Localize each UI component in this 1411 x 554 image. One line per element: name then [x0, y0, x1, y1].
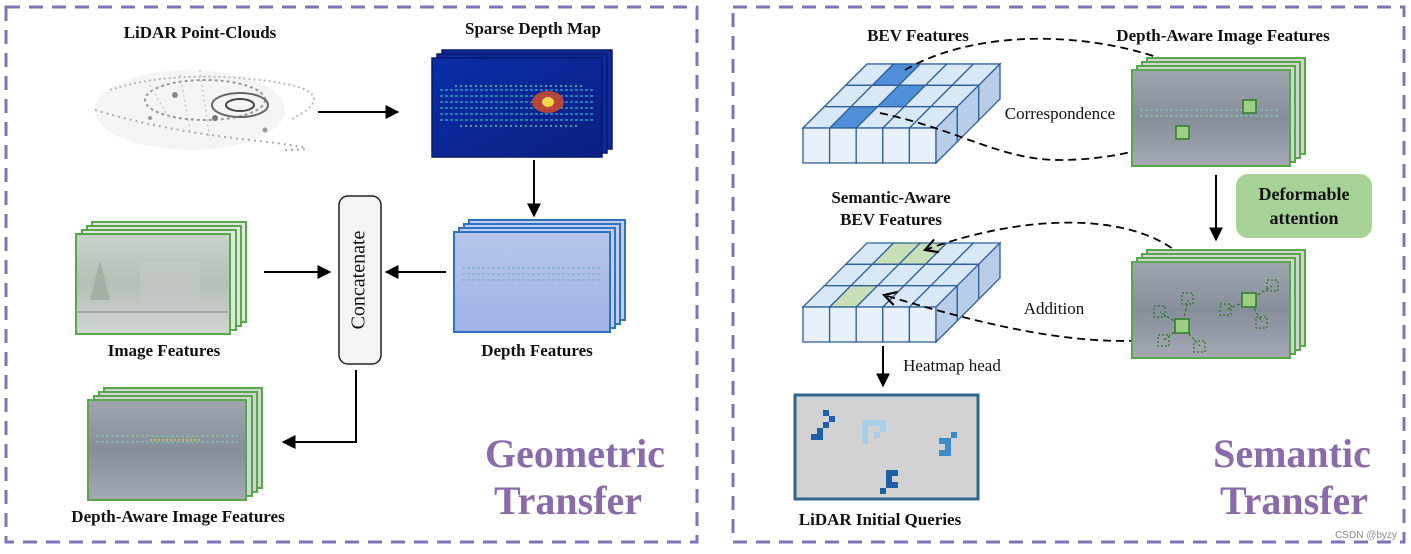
concatenate-label: Concatenate [348, 230, 370, 329]
heatmap-head-label: Heatmap head [903, 356, 1001, 375]
deformable-line1: Deformable [1259, 184, 1350, 204]
watermark: CSDN @byzy [1335, 530, 1397, 541]
lidar-initial-queries-map [793, 393, 980, 501]
lidar-point-cloud-image [94, 69, 315, 151]
addition-label: Addition [1024, 299, 1085, 318]
correspondence-label: Correspondence [1005, 104, 1115, 123]
depth-aware-output-stack [87, 387, 263, 501]
depth-aware-right-label: Depth-Aware Image Features [1116, 26, 1330, 45]
image-features-stack [75, 221, 247, 335]
depth-features-label: Depth Features [481, 341, 593, 360]
depth-features-stack [453, 219, 626, 333]
bev-features-grid [801, 62, 1002, 165]
sample-point-1 [1175, 125, 1190, 140]
addition-curve-upper [922, 221, 1183, 257]
semantic-title-line2: Transfer [1220, 478, 1368, 523]
addition-curve-lower [881, 290, 1151, 342]
geometric-title-line1: Geometric [485, 431, 665, 476]
concatenate-box [338, 195, 382, 365]
depth-aware-right-stack [1131, 57, 1306, 167]
deformable-attention-box [1236, 174, 1372, 238]
sparse-depth-map [431, 49, 613, 158]
semantic-bev-label-1: Semantic-Aware [831, 188, 951, 207]
deformable-line2: attention [1270, 208, 1339, 228]
sparse-depth-label: Sparse Depth Map [465, 19, 601, 38]
semantic-title-line1: Semantic [1213, 431, 1371, 476]
geometric-transfer-panel [4, 5, 699, 544]
deformable-image-stack [1131, 249, 1306, 359]
semantic-transfer-panel [731, 5, 1406, 544]
semantic-bev-label-2: BEV Features [840, 210, 942, 229]
geometric-title-line2: Transfer [494, 478, 642, 523]
arrow-concat-to-output [281, 370, 357, 449]
bev-features-label: BEV Features [867, 26, 969, 45]
output-label: Depth-Aware Image Features [71, 507, 285, 526]
semantic-bev-grid [801, 241, 1002, 344]
sample-point-2 [1242, 99, 1257, 114]
image-features-label: Image Features [108, 341, 221, 360]
lidar-queries-label: LiDAR Initial Queries [799, 510, 962, 529]
lidar-label: LiDAR Point-Clouds [124, 23, 277, 42]
